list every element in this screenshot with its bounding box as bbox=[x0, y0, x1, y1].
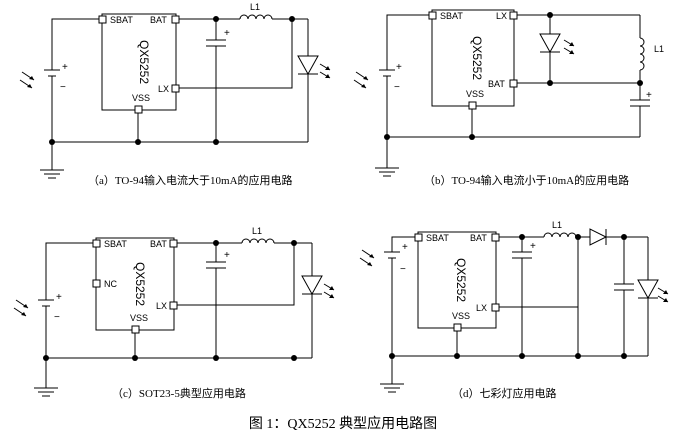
inductor-a bbox=[239, 14, 273, 20]
inductor-c bbox=[241, 238, 275, 244]
pin-nc-label: NC bbox=[104, 279, 117, 289]
figure-title: 图 1：QX5252 典型应用电路图 bbox=[249, 415, 437, 432]
pin-vss-label: VSS bbox=[452, 311, 470, 321]
inductor-d bbox=[543, 232, 577, 238]
pin-sbat-label: SBAT bbox=[440, 11, 463, 21]
light-arrows-icon bbox=[353, 71, 369, 89]
led-b bbox=[539, 33, 561, 54]
led-emit-icon bbox=[657, 287, 669, 303]
cap-plus-c: + bbox=[224, 250, 230, 261]
inductor-label-b: L1 bbox=[654, 44, 664, 54]
ground-icon bbox=[379, 383, 405, 393]
pin-lx-label: LX bbox=[476, 303, 487, 313]
pin-bat-label: BAT bbox=[470, 233, 487, 243]
caption-b: （b）TO-94输入电流小于10mA的应用电路 bbox=[424, 173, 629, 187]
pin-bat-label: BAT bbox=[488, 79, 505, 89]
inductor-label-c: L1 bbox=[252, 226, 262, 236]
led-emit-icon bbox=[319, 63, 331, 79]
pin-sbat-label: SBAT bbox=[426, 233, 449, 243]
chip-label-d: QX5252 bbox=[454, 258, 468, 302]
light-arrows-icon bbox=[359, 249, 375, 267]
battery-plus-a: + bbox=[62, 62, 68, 73]
circuit-c: QX5252 SBAT NC BAT LX VSS + − L1 + bbox=[13, 226, 335, 400]
caption-a: （a）TO-94输入电流大于10mA的应用电路 bbox=[88, 173, 293, 187]
pin-sbat-label: SBAT bbox=[110, 15, 133, 25]
inductor-label-d: L1 bbox=[552, 220, 562, 230]
inductor-b bbox=[639, 37, 645, 71]
led-a bbox=[297, 55, 319, 76]
circuit-a: QX5252 SBAT BAT LX VSS + − L1 + bbox=[19, 2, 331, 187]
caption-c: （c）SOT23-5典型应用电路 bbox=[112, 386, 246, 400]
inductor-label-a: L1 bbox=[250, 2, 260, 12]
cap-plus-a: + bbox=[224, 28, 230, 39]
chip-b bbox=[431, 9, 515, 107]
rectifier-diode bbox=[589, 228, 608, 246]
light-arrows-icon bbox=[13, 299, 29, 317]
led-emit-icon bbox=[323, 283, 335, 299]
battery-plus-c: + bbox=[56, 292, 62, 303]
pin-vss-label: VSS bbox=[466, 89, 484, 99]
battery-minus-b: − bbox=[394, 82, 400, 93]
chip-label-c: QX5252 bbox=[133, 262, 147, 306]
chip-a bbox=[101, 13, 177, 111]
ground-icon bbox=[374, 167, 400, 177]
battery-plus-b: + bbox=[396, 62, 402, 73]
battery-plus-d: + bbox=[402, 242, 408, 253]
led-d bbox=[637, 279, 659, 300]
battery-minus-c: − bbox=[54, 312, 60, 323]
pin-bat-label: BAT bbox=[150, 15, 167, 25]
circuit-b: QX5252 SBAT LX BAT VSS + − L1 + bbox=[353, 9, 664, 187]
battery-minus-d: − bbox=[400, 264, 406, 275]
chip-d bbox=[417, 231, 497, 329]
circuit-d: QX5252 SBAT BAT LX VSS + − L1 + bbox=[359, 220, 669, 400]
light-arrows-icon bbox=[19, 71, 35, 89]
chip-label-a: QX5252 bbox=[137, 40, 151, 84]
ground-icon bbox=[33, 387, 59, 397]
battery-minus-a: − bbox=[60, 82, 66, 93]
pin-lx-label: LX bbox=[158, 84, 169, 94]
pin-sbat-label: SBAT bbox=[104, 239, 127, 249]
chip-c bbox=[95, 237, 175, 331]
caption-d: （d）七彩灯应用电路 bbox=[452, 386, 557, 400]
pin-vss-label: VSS bbox=[132, 93, 150, 103]
pin-bat-label: BAT bbox=[150, 239, 167, 249]
ground-icon bbox=[39, 169, 65, 179]
chip-label-b: QX5252 bbox=[470, 36, 484, 80]
pin-lx-label: LX bbox=[156, 301, 167, 311]
cap-plus-b: + bbox=[646, 90, 652, 101]
led-emit-icon bbox=[563, 39, 575, 55]
cap-plus-d: + bbox=[530, 241, 536, 252]
pin-vss-label: VSS bbox=[130, 313, 148, 323]
pin-lx-label: LX bbox=[496, 11, 507, 21]
led-c bbox=[301, 275, 323, 296]
